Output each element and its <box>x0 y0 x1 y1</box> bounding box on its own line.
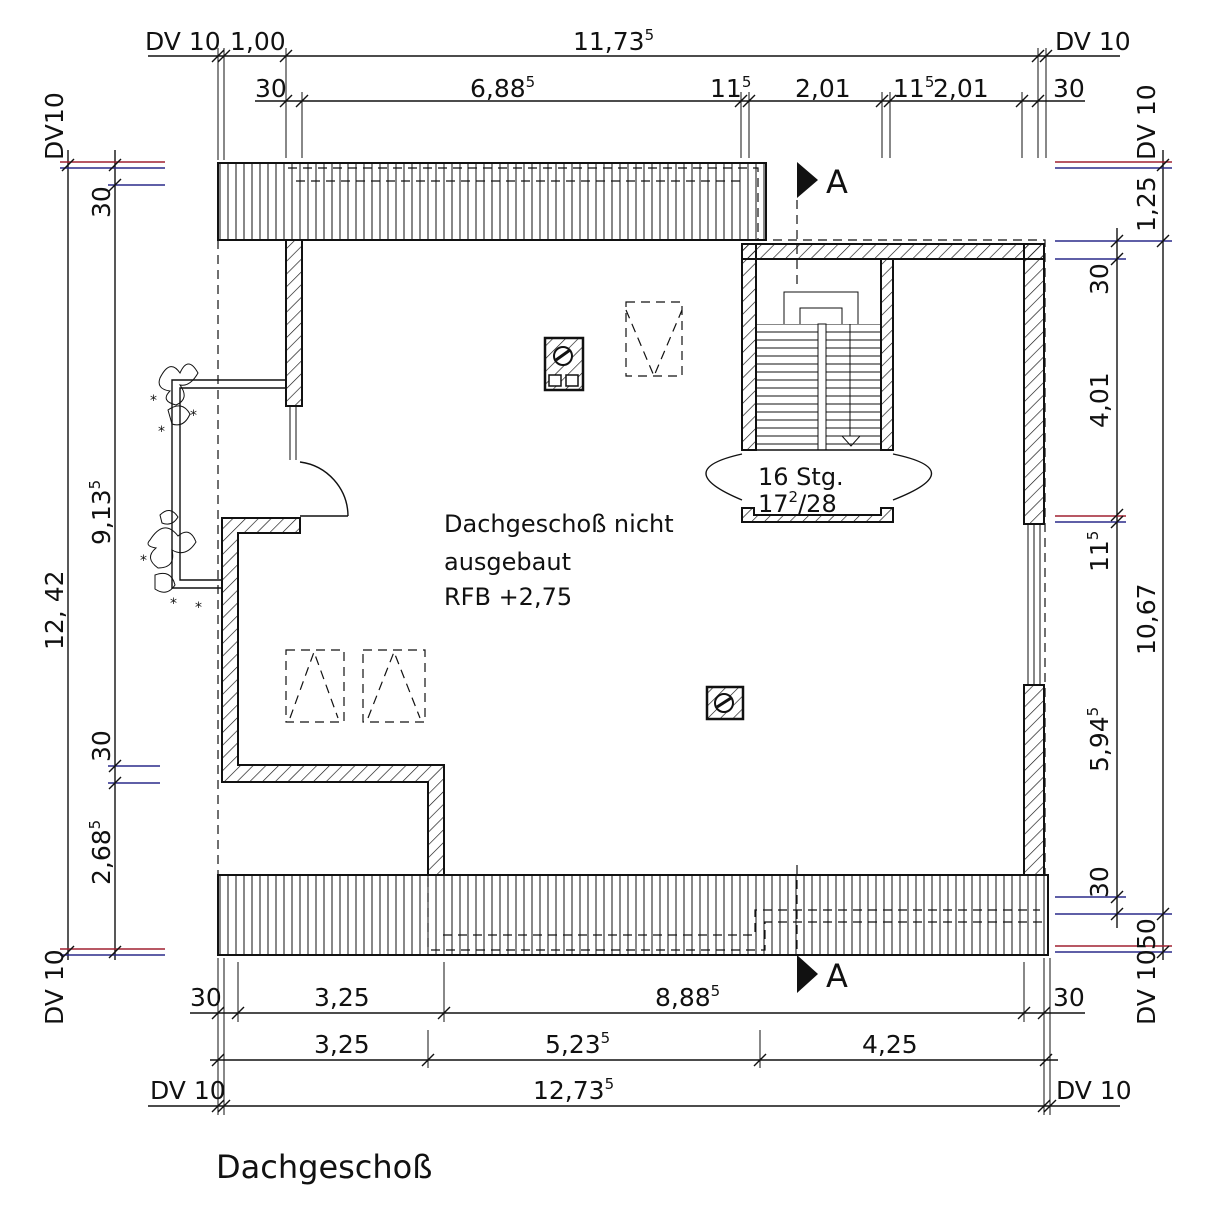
dim-bottom-span2: 8,885 <box>655 982 720 1012</box>
room-label-line3: RFB +2,75 <box>444 583 572 611</box>
dim-bottom-total: 12,735 <box>533 1075 614 1105</box>
dim-top-total: 11,735 <box>573 26 654 56</box>
svg-text:*: * <box>195 600 202 616</box>
room-label: Dachgeschoß nicht ausgebaut RFB +2,75 <box>444 510 674 611</box>
dim-top-overhang: 1,00 <box>230 27 286 56</box>
dim-right-wall-top: 30 <box>1085 263 1114 295</box>
dim-right-w1: 115 <box>1084 531 1114 572</box>
skylight-2 <box>285 649 345 723</box>
dim-top-w1: 115 <box>710 73 751 103</box>
dim-top-span1: 6,885 <box>470 73 535 103</box>
dim-top-dv-right: DV 10 <box>1055 27 1131 56</box>
section-label-top: A <box>826 163 848 201</box>
dim-bottom-row2-c: 4,25 <box>862 1030 918 1059</box>
eave-outline <box>217 239 1046 875</box>
chimney-1 <box>543 336 585 392</box>
dim-left-dv-top: DV10 <box>40 92 69 160</box>
dim-right-overhang-bottom: 50 <box>1132 918 1161 950</box>
svg-text:*: * <box>140 553 147 569</box>
dim-right-span2: 5,945 <box>1084 707 1114 772</box>
dim-top-wall-left: 30 <box>255 74 287 103</box>
top-dimension-chain: DV 10 1,00 11,735 DV 10 30 6,885 115 2,0… <box>145 26 1131 160</box>
dim-right-wall-bottom: 30 <box>1085 866 1114 898</box>
section-marker-bottom: A <box>796 865 848 995</box>
svg-text:*: * <box>190 408 197 424</box>
dim-bottom-wall-left: 30 <box>190 983 222 1012</box>
dim-top-span2: 2,01 <box>795 74 851 103</box>
stair-label: 16 Stg. 172/28 <box>758 463 844 518</box>
door <box>289 406 349 517</box>
dim-left-span-low: 2,685 <box>86 820 116 885</box>
dim-left-total: 12, 42 <box>40 570 69 650</box>
dim-right-overhang: 1,25 <box>1132 176 1161 232</box>
section-label-bottom: A <box>826 957 848 995</box>
dim-left-dv-bottom: DV 10 <box>40 949 69 1025</box>
bottom-dimension-chain: 30 3,25 8,885 30 3,25 5,235 4,25 DV 10 1… <box>148 958 1132 1115</box>
room-label-line1: Dachgeschoß nicht <box>444 510 674 538</box>
dim-right-dv-bottom: DV 10 <box>1132 949 1161 1025</box>
skylight-1 <box>625 301 683 378</box>
dim-bottom-row2-a: 3,25 <box>314 1030 370 1059</box>
stair-count: 16 Stg. <box>758 463 844 491</box>
svg-text:*: * <box>170 596 177 612</box>
dim-right-total: 10,67 <box>1132 583 1161 655</box>
svg-text:*: * <box>158 424 165 440</box>
walls <box>221 239 1045 876</box>
dim-top-w2: 115 <box>893 73 934 103</box>
room-label-line2: ausgebaut <box>444 548 571 576</box>
staircase <box>705 291 933 523</box>
dim-top-span3: 2,01 <box>933 74 989 103</box>
dim-top-dv-left: DV 10 <box>145 27 221 56</box>
drawing-title: Dachgeschoß <box>216 1148 432 1186</box>
dim-left-span-main: 9,135 <box>86 480 116 545</box>
dim-right-span1: 4,01 <box>1085 372 1114 428</box>
dim-top-wall-right: 30 <box>1053 74 1085 103</box>
stair-ratio: 172/28 <box>758 488 837 518</box>
dim-bottom-dv-right: DV 10 <box>1056 1076 1132 1105</box>
balcony <box>171 379 286 589</box>
svg-text:*: * <box>150 393 157 409</box>
dim-left-wall-mid: 30 <box>87 730 116 762</box>
dim-bottom-dv-left: DV 10 <box>150 1076 226 1105</box>
dim-bottom-row2-b: 5,235 <box>545 1029 610 1059</box>
right-dimension-chain: DV 10 1,25 30 4,01 115 10,67 5,945 30 50… <box>1055 84 1172 1025</box>
plant-symbol: * * * * * * <box>140 363 202 616</box>
left-dimension-chain: DV10 30 9,135 12, 42 30 2,685 DV 10 <box>40 92 165 1025</box>
dim-bottom-wall-right: 30 <box>1053 983 1085 1012</box>
chimney-2 <box>705 685 745 721</box>
section-marker-top: A <box>796 162 848 290</box>
dim-bottom-span1: 3,25 <box>314 983 370 1012</box>
skylight-3 <box>362 649 426 723</box>
roof-top <box>217 162 767 241</box>
dim-right-dv-top: DV 10 <box>1132 84 1161 160</box>
roof-bottom <box>217 874 1049 956</box>
dim-left-wall-top: 30 <box>87 186 116 218</box>
